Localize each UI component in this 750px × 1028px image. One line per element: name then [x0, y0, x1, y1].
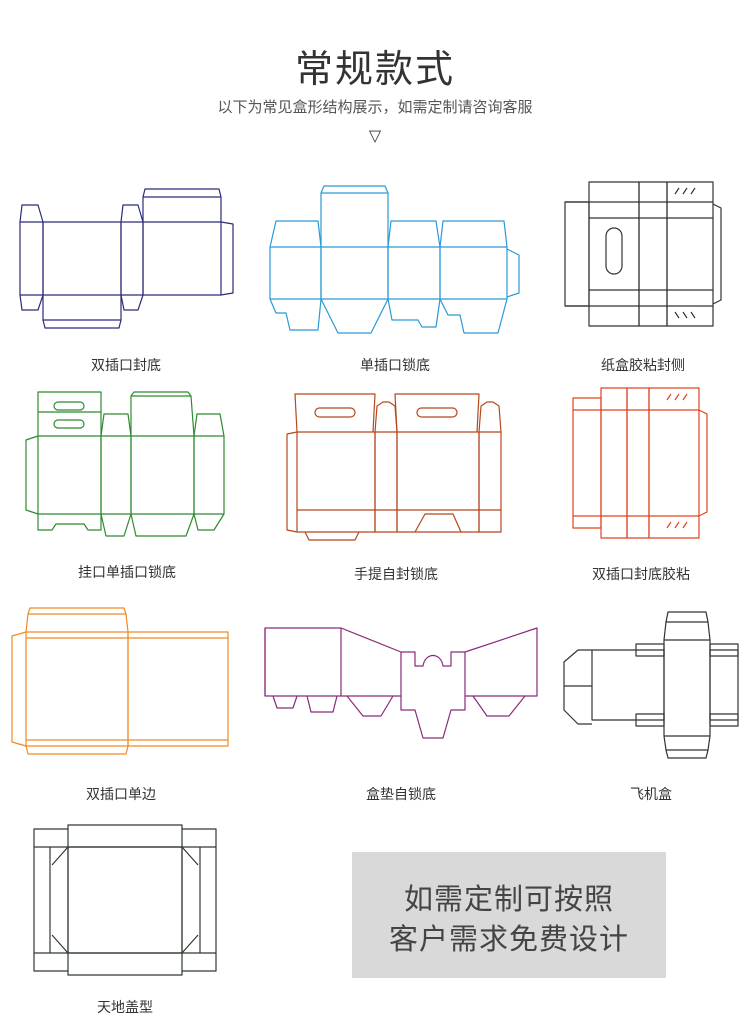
box-label: 纸盒胶粘封侧: [601, 358, 685, 374]
dieline-diagram: [269, 185, 520, 334]
box-item-handle-auto-lock: 手提自封锁底: [285, 392, 507, 583]
box-label: 手提自封锁底: [354, 567, 438, 583]
dieline-diagram: [563, 611, 739, 759]
page-subtitle: 以下为常见盒形结构展示，如需定制请咨询客服: [217, 98, 533, 116]
dieline-diagram: [264, 627, 538, 739]
dieline-diagram: [33, 824, 217, 976]
box-label: 双插口单边: [86, 787, 156, 803]
box-item-single-tuck-lock: 单插口锁底: [268, 185, 522, 374]
banner-line-1: 如需定制可按照: [403, 882, 614, 916]
dieline-diagram: [11, 607, 229, 755]
box-item-pad-auto-lock: 盒垫自锁底: [263, 626, 539, 803]
banner-line-2: 客户需求免费设计: [388, 922, 629, 956]
dieline-diagram: [572, 387, 708, 539]
down-triangle-icon: ▽: [368, 126, 382, 145]
box-item-lid-base: 天地盖型: [32, 823, 218, 1016]
box-item-hanger-single-tuck: 挂口单插口锁底: [24, 390, 230, 581]
box-item-double-tuck-single-side: 双插口单边: [10, 606, 232, 803]
box-label: 天地盖型: [97, 1000, 153, 1016]
box-item-double-tuck: 双插口封底: [18, 185, 234, 374]
dieline-diagram: [286, 393, 502, 541]
box-label: 盒垫自锁底: [366, 787, 436, 803]
page-title: 常规款式: [294, 47, 455, 91]
dieline-diagram: [19, 188, 234, 329]
custom-design-banner: 如需定制可按照 客户需求免费设计: [352, 852, 666, 978]
box-label: 双插口封底胶粘: [592, 567, 690, 583]
dieline-diagram: [564, 181, 722, 327]
dieline-diagram: [25, 391, 225, 537]
box-item-double-tuck-glued: 双插口封底胶粘: [571, 386, 711, 583]
box-item-glued-side: 纸盒胶粘封侧: [563, 180, 723, 374]
box-label: 单插口锁底: [360, 358, 430, 374]
box-label: 双插口封底: [91, 358, 161, 374]
box-label: 挂口单插口锁底: [78, 565, 176, 581]
box-label: 飞机盒: [630, 787, 672, 803]
box-item-mailer: 飞机盒: [562, 610, 740, 803]
